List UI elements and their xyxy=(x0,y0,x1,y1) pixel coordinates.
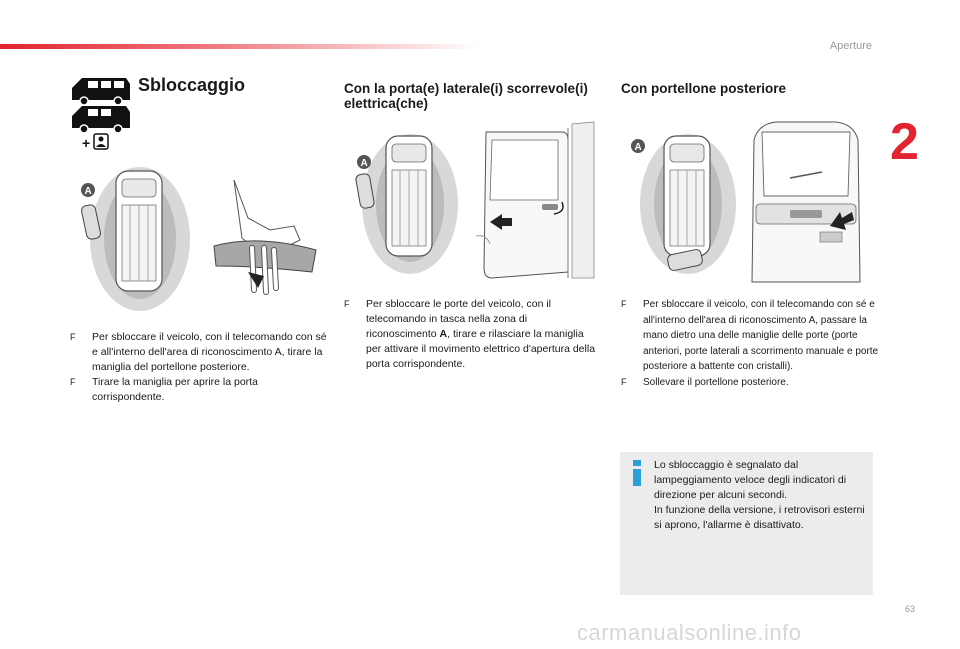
watermark: carmanualsonline.info xyxy=(577,620,802,645)
vehicle-zone-illustration-2: A xyxy=(355,134,458,274)
list-item: F Per sbloccare il veicolo, con il telec… xyxy=(621,297,879,375)
vehicle-zone-illustration-3: A xyxy=(631,134,736,274)
list-item: F Tirare la maniglia per aprire la porta… xyxy=(70,376,258,403)
bullet-marker: F xyxy=(621,299,627,309)
list-item: F Per sbloccare le porte del veicolo, co… xyxy=(344,298,596,370)
section-tailgate-text: F Per sbloccare il veicolo, con il telec… xyxy=(621,297,879,390)
section-title-tailgate: Con portellone posteriore xyxy=(621,81,787,96)
info-icon xyxy=(633,460,641,486)
chapter-number: 2 xyxy=(890,113,919,171)
bullet-marker: F xyxy=(70,377,76,387)
vehicle-type-icon: + xyxy=(72,78,130,151)
section-unlocking-text: F Per sbloccare il veicolo, con il telec… xyxy=(70,330,328,405)
vehicle-zone-illustration: A xyxy=(81,167,190,311)
section-title-sliding-door: Con la porta(e) laterale(i) scorrevole(i… xyxy=(344,81,588,111)
info-note-text: Lo sbloccaggio è segnalato dal lampeggia… xyxy=(654,459,865,531)
sliding-door-illustration xyxy=(476,121,595,279)
bullet-marker: F xyxy=(621,376,627,387)
list-item: F Sollevare il portellone posteriore. xyxy=(621,375,879,391)
tailgate-illustration xyxy=(751,121,861,283)
chapter-title: Aperture xyxy=(829,40,872,52)
svg-text:+: + xyxy=(82,135,90,151)
page-number: 63 xyxy=(905,604,916,614)
top-accent-bar xyxy=(0,44,480,49)
hand-handle-illustration xyxy=(213,180,317,295)
list-item: F Per sbloccare il veicolo, con il telec… xyxy=(70,331,327,373)
svg-text:A: A xyxy=(85,186,92,197)
svg-text:A: A xyxy=(635,142,642,153)
section-sliding-text: F Per sbloccare le porte del veicolo, co… xyxy=(344,297,599,372)
bullet-marker: F xyxy=(70,332,76,342)
section-title-unlocking: Sbloccaggio xyxy=(138,75,246,95)
info-note: Lo sbloccaggio è segnalato dal lampeggia… xyxy=(620,452,873,595)
bullet-marker: F xyxy=(344,299,350,309)
svg-text:A: A xyxy=(361,158,368,169)
